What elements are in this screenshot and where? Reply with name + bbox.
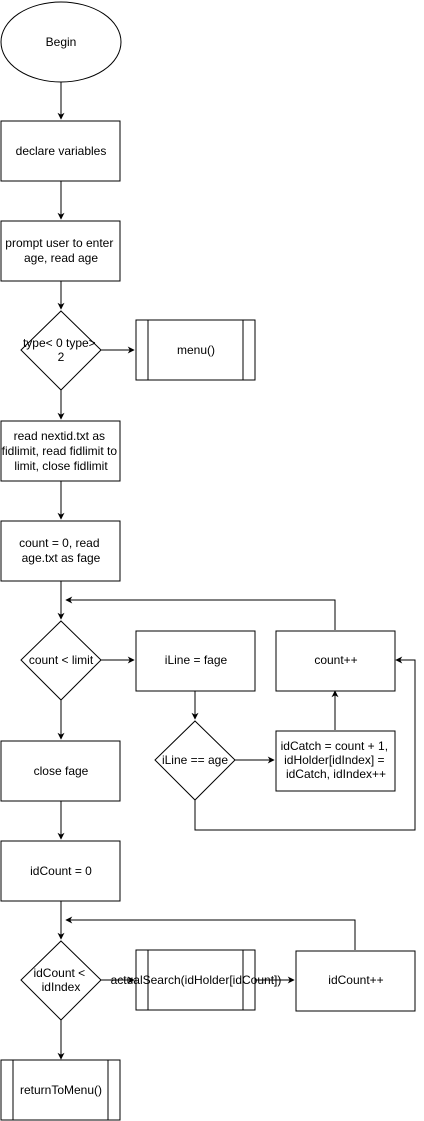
- idcount-init-label: idCount = 0: [30, 864, 92, 878]
- svg-text:declare variables: declare variables: [16, 144, 107, 158]
- read-nextid-label-line-3: limit, close fidlimit: [14, 459, 108, 473]
- iline-assign-label: iLine = fage: [165, 653, 228, 667]
- count-limit-decision: count < limit: [20, 620, 102, 701]
- edges: [57, 82, 416, 1060]
- svg-text:iLine == age: iLine == age: [162, 753, 228, 767]
- prompt-age-label-line-1: prompt user to enter: [5, 236, 113, 250]
- iline-equals-age-decision: iLine == age: [154, 720, 236, 801]
- svg-text:count = 0, read age.tx: count = 0, read age.txt as fage: [19, 536, 103, 565]
- svg-text:count < limit: count < limit: [29, 653, 94, 667]
- return-to-menu-subroutine: returnToMenu(): [0, 1059, 121, 1121]
- menu-label: menu(): [177, 343, 215, 357]
- begin-label: Begin: [46, 35, 77, 49]
- prompt-age-label-line-2: age, read age: [24, 251, 98, 265]
- declare-variables-label: declare variables: [16, 144, 107, 158]
- close-fage-process: close fage: [0, 740, 121, 802]
- read-nextid-process: read nextid.txt as fidlimit, read fidlim…: [0, 420, 121, 482]
- svg-text:menu(): menu(): [177, 343, 215, 357]
- count-increment-process: count++: [275, 630, 396, 692]
- edge-count-inc-loop-back: [65, 596, 336, 630]
- idcount-index-label-line-2: idIndex: [42, 980, 81, 994]
- svg-text:read nextid.txt as fid: read nextid.txt as fidlimit, read fidlim…: [2, 429, 121, 473]
- return-to-menu-label: returnToMenu(): [20, 1083, 102, 1097]
- svg-text:returnToMenu(): returnToMenu(): [20, 1083, 102, 1097]
- count-init-process: count = 0, read age.txt as fage: [0, 520, 121, 582]
- idcatch-label-line-1: idCatch = count + 1,: [281, 739, 388, 753]
- prompt-age-process: prompt user to enter age, read age: [0, 220, 121, 282]
- edge-idcount-inc-loop-back: [65, 916, 356, 950]
- iline-assign-process: iLine = fage: [135, 630, 256, 692]
- svg-text:idCount++: idCount++: [328, 973, 383, 987]
- svg-text:idCount < idIndex: idCount < idIndex: [33, 966, 88, 994]
- svg-text:Begin: Begin: [46, 35, 77, 49]
- svg-text:iLine = fage: iLine = fage: [165, 653, 228, 667]
- idcount-index-decision: idCount < idIndex: [20, 940, 102, 1021]
- type-range-label-line-2: 2: [58, 350, 65, 364]
- count-init-label-line-1: count = 0, read: [19, 536, 99, 550]
- declare-variables-process: declare variables: [0, 120, 121, 182]
- count-init-label-line-2: age.txt as fage: [22, 551, 101, 565]
- idcount-increment-label: idCount++: [328, 973, 383, 987]
- idcatch-label-line-2: idHolder[idIndex] =: [284, 753, 384, 767]
- actual-search-label: actualSearch(idHolder[idCount]): [111, 973, 282, 987]
- count-limit-label: count < limit: [29, 653, 94, 667]
- svg-text:idCount = 0: idCount = 0: [30, 864, 92, 878]
- svg-text:prompt user to enter a: prompt user to enter age, read age: [5, 236, 116, 265]
- count-increment-label: count++: [314, 653, 357, 667]
- idcount-index-label-line-1: idCount <: [33, 966, 85, 980]
- edge-iline-check-false-to-count-inc: [194, 656, 416, 831]
- read-nextid-label-line-1: read nextid.txt as: [14, 429, 105, 443]
- idcatch-process: idCatch = count + 1, idHolder[idIndex] =…: [275, 730, 396, 792]
- idcount-increment-process: idCount++: [295, 950, 416, 1012]
- type-range-decision: type< 0 type> 2: [20, 310, 102, 391]
- svg-text:idCatch = count + 1, i: idCatch = count + 1, idHolder[idIndex] =…: [281, 739, 392, 781]
- type-range-label-line-1: type< 0 type>: [23, 336, 96, 350]
- close-fage-label: close fage: [34, 764, 89, 778]
- svg-text:count++: count++: [314, 653, 357, 667]
- actual-search-subroutine: actualSearch(idHolder[idCount]): [111, 949, 282, 1011]
- read-nextid-label-line-2: fidlimit, read fidlimit to: [2, 444, 118, 458]
- idcount-init-process: idCount = 0: [0, 840, 121, 902]
- svg-text:actualSearch(idHolder[idCount]: actualSearch(idHolder[idCount]): [111, 973, 282, 987]
- menu-subroutine: menu(): [135, 319, 256, 381]
- svg-text:close fage: close fage: [34, 764, 89, 778]
- iline-equals-age-label: iLine == age: [162, 753, 228, 767]
- svg-text:type< 0 type> 2: type< 0 type> 2: [23, 336, 99, 364]
- idcatch-label-line-3: idCatch, idIndex++: [286, 767, 386, 781]
- begin-terminator: Begin: [0, 1, 122, 83]
